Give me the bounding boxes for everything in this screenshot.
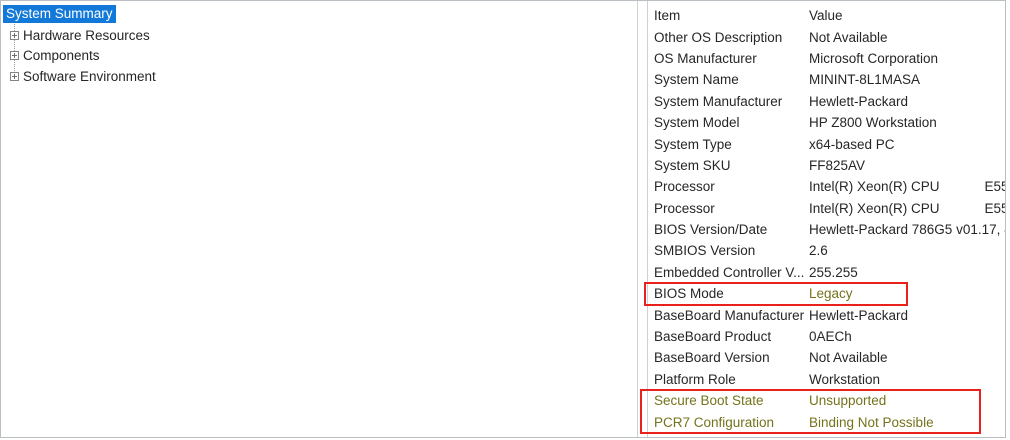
details-row[interactable]: PCR7 Configuration Binding Not Possible — [648, 411, 1005, 432]
item-cell: BaseBoard Version — [654, 350, 770, 366]
tree-item-label[interactable]: Components — [23, 48, 100, 64]
value-cell: Microsoft Corporation — [809, 50, 939, 66]
tree-item-system-summary[interactable]: System Summary — [1, 4, 637, 25]
details-row[interactable]: Secure Boot State Unsupported — [648, 390, 1005, 411]
item-cell: System SKU — [654, 157, 731, 173]
column-header-item[interactable]: Item — [654, 8, 681, 24]
value-cell: MININT-8L1MASA — [809, 72, 921, 88]
item-cell: Secure Boot State — [654, 393, 764, 409]
expand-plus-icon[interactable] — [10, 30, 19, 40]
value-cell: Intel(R) Xeon(R) CPU E5506 — [809, 200, 1005, 216]
value-cell: 255.255 — [809, 264, 858, 280]
value-cell: Unsupported — [809, 393, 887, 409]
value-cell: Binding Not Possible — [809, 414, 934, 430]
details-header-row: Item Value — [648, 5, 1005, 26]
item-cell: Platform Role — [654, 371, 736, 387]
value-cell: 0AECh — [809, 329, 852, 345]
value-cell: Intel(R) Xeon(R) CPU E5506 — [809, 179, 1005, 195]
details-row[interactable]: System Model HP Z800 Workstation — [648, 112, 1005, 133]
tree-item-components[interactable]: Components — [1, 45, 637, 66]
value-cell: HP Z800 Workstation — [809, 115, 937, 131]
item-cell: Processor — [654, 179, 715, 195]
item-cell: Processor — [654, 200, 715, 216]
tree-item-software-environment[interactable]: Software Environment — [1, 66, 637, 87]
tree-item-label[interactable]: Hardware Resources — [23, 27, 150, 43]
item-cell: Other OS Description — [654, 29, 783, 45]
category-tree-pane: System Summary Hardware Resources Compon… — [1, 1, 638, 437]
item-cell: Embedded Controller V... — [654, 264, 805, 280]
item-cell: System Model — [654, 115, 740, 131]
details-rows-container: Other OS Description Not Available OS Ma… — [648, 26, 1005, 432]
details-row[interactable]: System Manufacturer Hewlett-Packard — [648, 91, 1005, 112]
value-cell: Hewlett-Packard — [809, 307, 909, 323]
details-row[interactable]: Platform Role Workstation — [648, 369, 1005, 390]
details-row[interactable]: System Name MININT-8L1MASA — [648, 69, 1005, 90]
item-cell: OS Manufacturer — [654, 50, 757, 66]
details-row[interactable]: Processor Intel(R) Xeon(R) CPU E5506 — [648, 198, 1005, 219]
item-cell: SMBIOS Version — [654, 243, 756, 259]
column-header-value[interactable]: Value — [809, 8, 843, 24]
item-cell: BIOS Mode — [654, 286, 724, 302]
details-row[interactable]: Other OS Description Not Available — [648, 26, 1005, 47]
value-cell: Hewlett-Packard 786G5 v01.17, 8/ — [809, 222, 1005, 238]
details-row[interactable]: SMBIOS Version 2.6 — [648, 240, 1005, 261]
tree-item-hardware-resources[interactable]: Hardware Resources — [1, 25, 637, 46]
item-cell: System Type — [654, 136, 732, 152]
details-row[interactable]: System Type x64-based PC — [648, 133, 1005, 154]
expand-plus-icon[interactable] — [10, 51, 19, 61]
value-cell: FF825AV — [809, 157, 866, 173]
item-cell: BaseBoard Manufacturer — [654, 307, 805, 323]
value-cell: 2.6 — [809, 243, 828, 259]
value-cell: Workstation — [809, 371, 881, 387]
item-cell: BaseBoard Product — [654, 329, 772, 345]
expand-plus-icon[interactable] — [10, 71, 19, 81]
details-row[interactable]: BaseBoard Product 0AECh — [648, 326, 1005, 347]
details-row[interactable]: BaseBoard Manufacturer Hewlett-Packard — [648, 304, 1005, 325]
details-row[interactable]: BaseBoard Version Not Available — [648, 347, 1005, 368]
item-cell: PCR7 Configuration — [654, 414, 775, 430]
tree-item-label[interactable]: Software Environment — [23, 68, 156, 84]
details-row[interactable]: OS Manufacturer Microsoft Corporation — [648, 48, 1005, 69]
details-row[interactable]: Processor Intel(R) Xeon(R) CPU E5506 — [648, 176, 1005, 197]
tree-item-label-selected[interactable]: System Summary — [3, 5, 116, 24]
value-cell: Legacy — [809, 286, 853, 302]
details-row[interactable]: Embedded Controller V... 255.255 — [648, 262, 1005, 283]
item-cell: BIOS Version/Date — [654, 222, 768, 238]
value-cell: Not Available — [809, 29, 888, 45]
details-row[interactable]: BIOS Mode Legacy — [648, 283, 1005, 304]
details-row[interactable]: BIOS Version/Date Hewlett-Packard 786G5 … — [648, 219, 1005, 240]
item-cell: System Name — [654, 72, 739, 88]
item-cell: System Manufacturer — [654, 93, 783, 109]
value-cell: x64-based PC — [809, 136, 895, 152]
details-pane: Item Value Other OS Description Not Avai… — [647, 1, 1005, 437]
value-cell: Hewlett-Packard — [809, 93, 909, 109]
details-row[interactable]: System SKU FF825AV — [648, 155, 1005, 176]
value-cell: Not Available — [809, 350, 888, 366]
